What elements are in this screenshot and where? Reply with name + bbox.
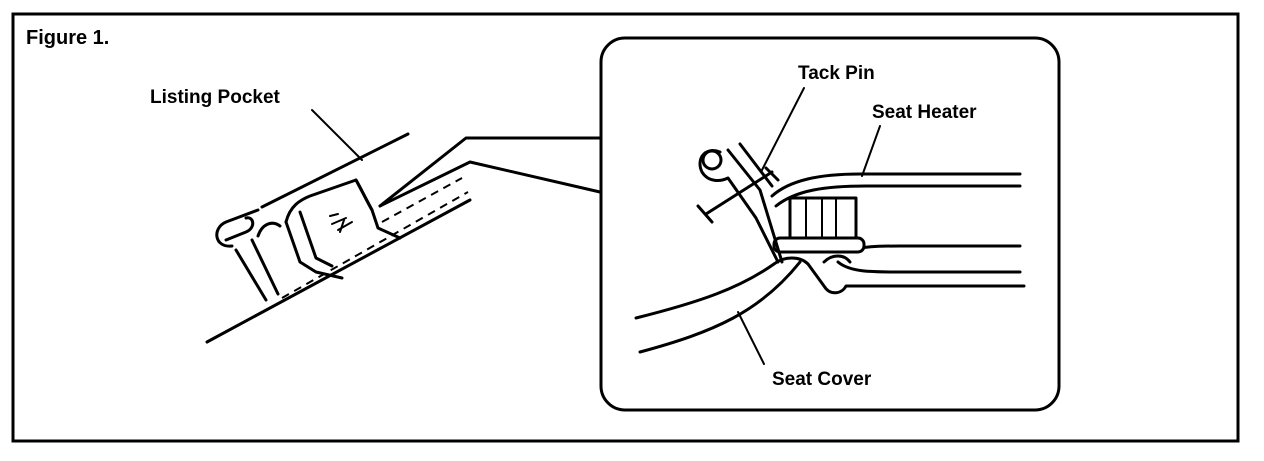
listing-pocket-drawing — [205, 132, 472, 344]
callout-bottom — [378, 160, 602, 208]
listing-pocket-label: Listing Pocket — [150, 87, 280, 108]
callout-top — [378, 136, 602, 208]
seat-cover-label: Seat Cover — [772, 369, 872, 390]
tack-pin-label: Tack Pin — [798, 63, 875, 84]
figure-title: Figure 1. — [26, 27, 110, 49]
seat-cover-leader — [737, 311, 765, 365]
listing-pocket-leader — [311, 109, 363, 161]
seat-heater-label: Seat Heater — [872, 102, 977, 123]
outer-frame — [11, 12, 1240, 443]
tack-pin-leader — [761, 87, 805, 171]
zoom-detail-drawing — [634, 87, 1026, 365]
seat-heater-leader — [861, 125, 881, 177]
